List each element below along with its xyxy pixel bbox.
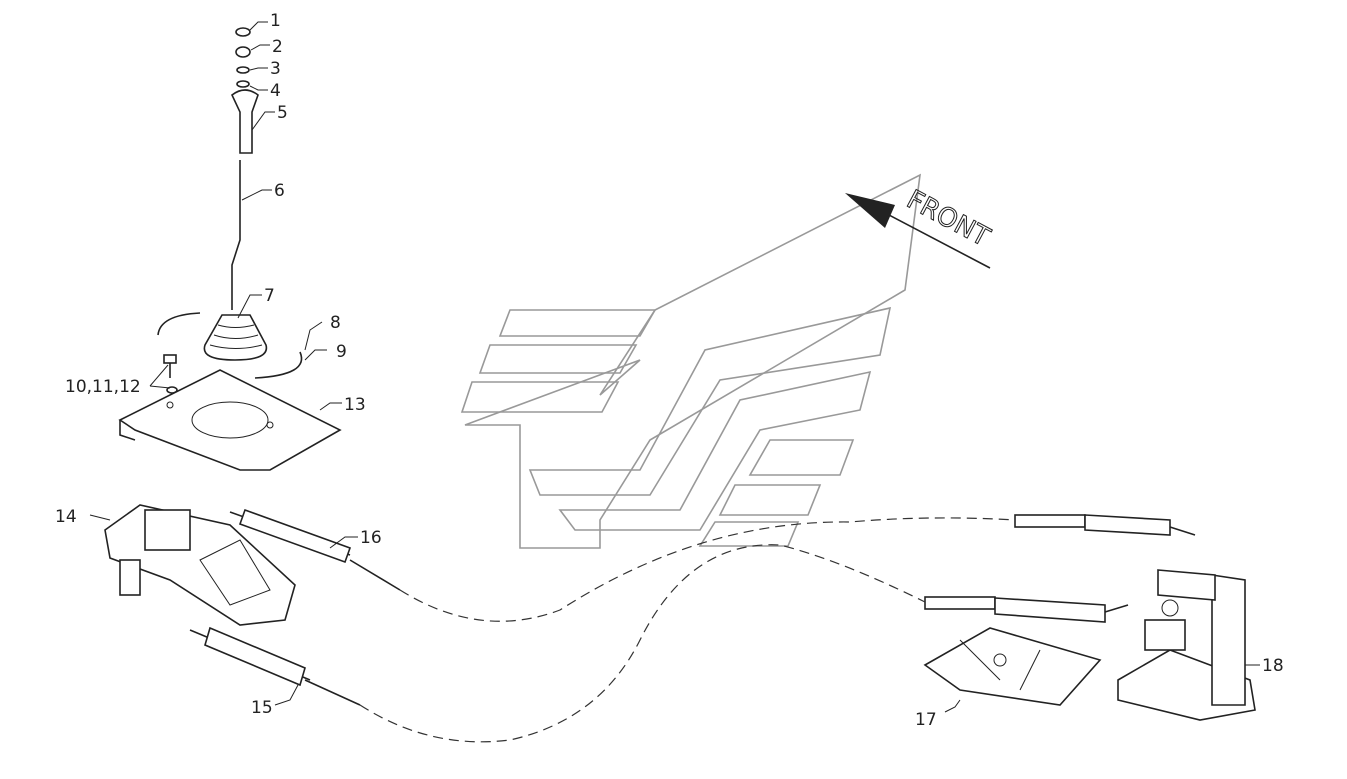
callout-3: 3 xyxy=(270,59,281,79)
cable-upper-right xyxy=(1014,514,1196,536)
callout-5: 5 xyxy=(277,103,288,123)
leader-lines xyxy=(89,21,1260,713)
shift-lever-rod xyxy=(231,160,241,310)
callout-2: 2 xyxy=(272,37,283,57)
callout-8: 8 xyxy=(330,313,341,333)
bracket-18 xyxy=(1117,569,1256,721)
cable-routing-2 xyxy=(359,544,926,743)
bolt xyxy=(163,354,178,394)
callout-13: 13 xyxy=(344,395,366,415)
cable-15 xyxy=(189,626,361,706)
mounting-plate xyxy=(118,369,342,471)
front-label: FRONT xyxy=(902,185,995,253)
callout-15: 15 xyxy=(251,698,273,718)
callout-18: 18 xyxy=(1262,656,1284,676)
retaining-ring-right xyxy=(254,351,303,379)
small-hardware xyxy=(235,27,251,88)
callout-6: 6 xyxy=(274,181,285,201)
retaining-ring-left xyxy=(157,312,201,336)
callout-10-11-12: 10,11,12 xyxy=(65,377,141,397)
callout-14: 14 xyxy=(55,507,77,527)
callout-7: 7 xyxy=(264,286,275,306)
watermark-logo xyxy=(460,173,921,549)
callout-4: 4 xyxy=(270,81,281,101)
shift-knob xyxy=(231,89,259,154)
cable-lower-right xyxy=(924,596,1129,623)
front-direction-arrow: FRONT xyxy=(845,184,995,269)
callout-17: 17 xyxy=(915,710,937,730)
callout-16: 16 xyxy=(360,528,382,548)
bracket-17 xyxy=(923,627,1102,706)
callout-9: 9 xyxy=(336,342,347,362)
callout-1: 1 xyxy=(270,11,281,31)
shift-boot xyxy=(203,314,268,361)
shifter-housing xyxy=(104,504,296,626)
